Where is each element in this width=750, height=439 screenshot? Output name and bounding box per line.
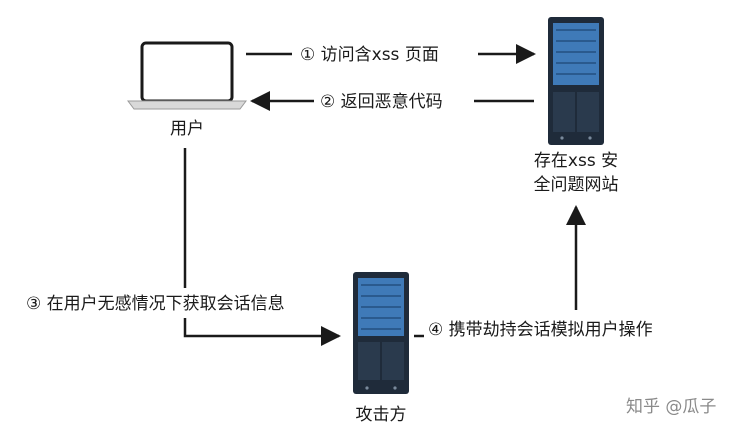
- step4-arrow: [414, 205, 586, 338]
- step3-arrow: [183, 148, 341, 346]
- step1-label: ① 访问含xss 页面: [300, 45, 439, 65]
- site-server-icon: [548, 17, 604, 145]
- watermark: 知乎 @瓜子: [626, 397, 716, 417]
- attacker-label: 攻击方: [356, 405, 407, 425]
- user-label: 用户: [170, 119, 204, 139]
- step4-label: ④ 携带劫持会话模拟用户操作: [428, 320, 653, 340]
- attacker-server-icon: [353, 272, 409, 394]
- step2-label: ② 返回恶意代码: [320, 92, 443, 112]
- step3-label: ③ 在用户无感情况下获取会话信息: [26, 294, 285, 314]
- site-label-line1: 存在xss 安: [534, 151, 618, 171]
- site-label-line2: 全问题网站: [534, 175, 619, 195]
- laptop-icon: [127, 41, 247, 110]
